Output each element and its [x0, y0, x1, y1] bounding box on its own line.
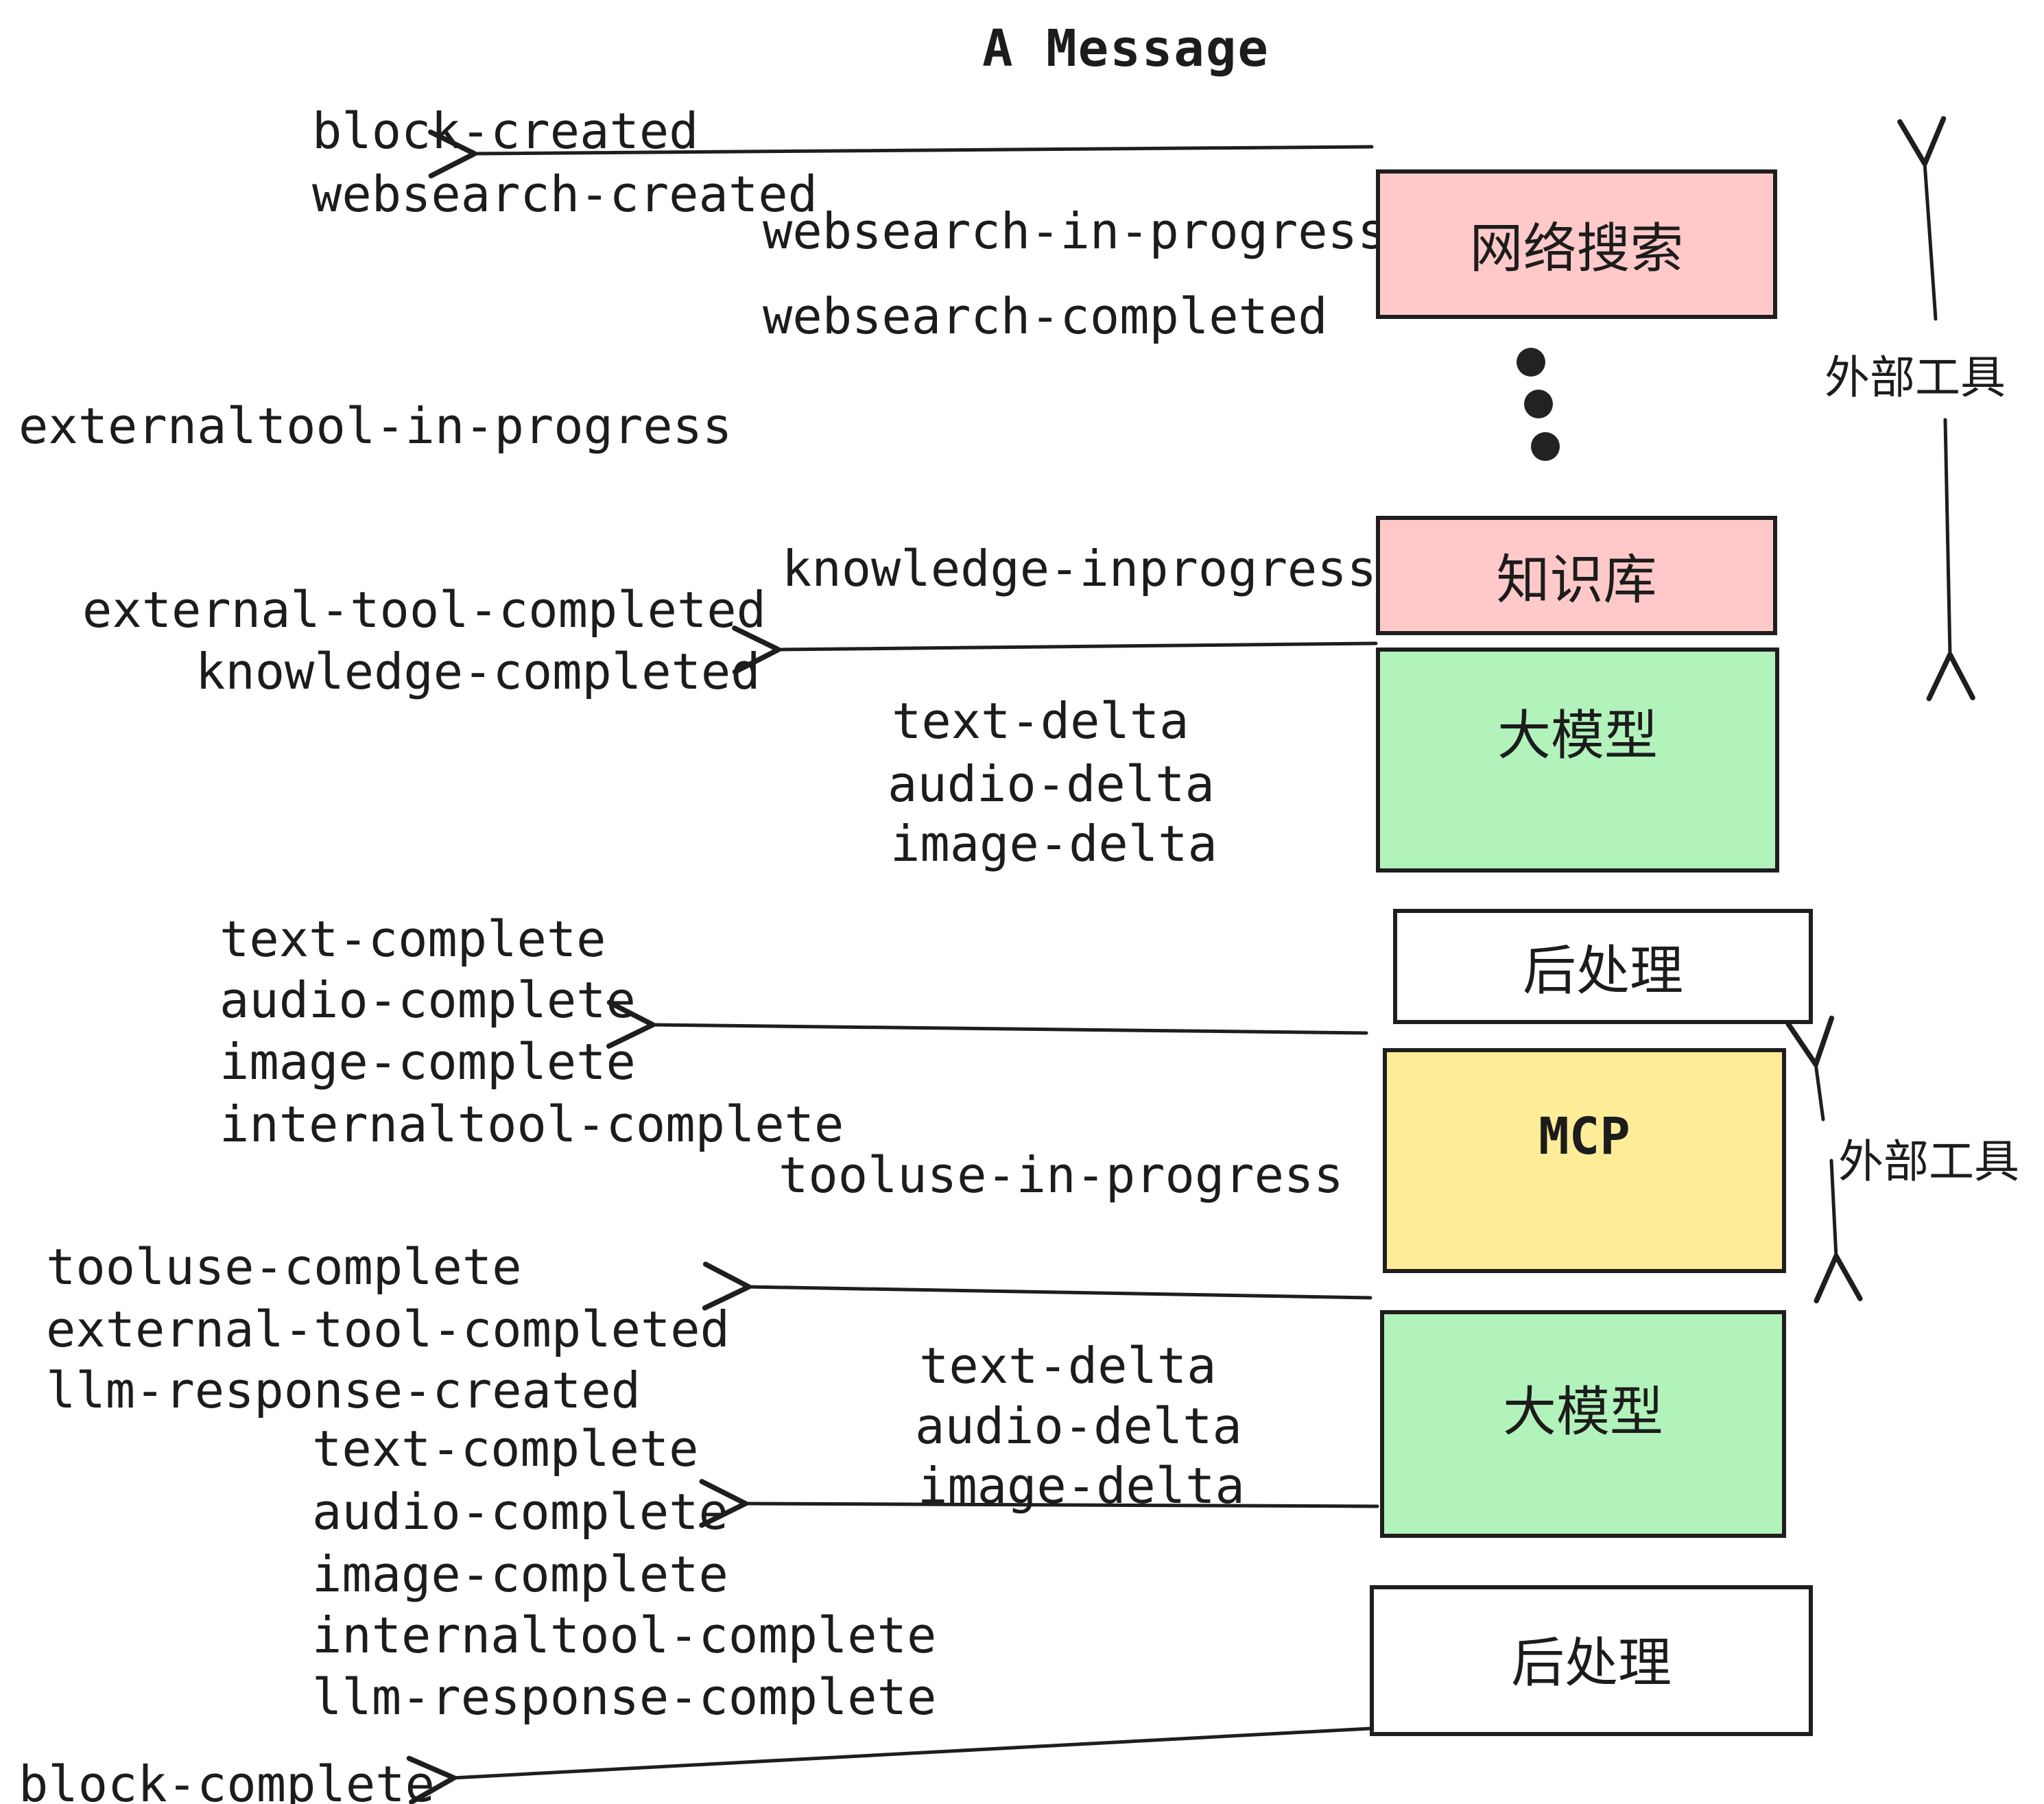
arrow-to-tooluse-complete: [702, 1261, 1372, 1311]
box-knowledge: 知识库: [1376, 516, 1777, 635]
event-image-complete: image-complete: [219, 1033, 636, 1091]
event-knowledge-inprogress: knowledge-inprogress: [782, 540, 1377, 597]
box-websearch-label: 网络搜索: [1469, 218, 1684, 280]
arrow-to-block-complete: [406, 1726, 1372, 1804]
event-tooluse-in-progress: tooluse-in-progress: [779, 1146, 1344, 1204]
box-postprocess-1-label: 后处理: [1522, 940, 1683, 1002]
event-llm-response-created: llm-response-created: [46, 1362, 641, 1419]
box-llm-2: 大模型: [1380, 1310, 1786, 1538]
event-externaltool-in-progress: externaltool-in-progress: [19, 397, 733, 455]
diagram-title: A Message: [982, 19, 1270, 78]
event-audio-delta-2: audio-delta: [915, 1397, 1242, 1455]
box-llm-2-label: 大模型: [1502, 1381, 1663, 1443]
event-llm-response-complete: llm-response-complete: [312, 1668, 937, 1726]
external-tools-top-up-arrow: [1897, 116, 1947, 321]
external-tools-bottom-up-arrow: [1785, 1015, 1835, 1121]
event-external-tool-completed: external-tool-completed: [82, 581, 766, 639]
event-external-tool-completed-2: external-tool-completed: [46, 1301, 730, 1358]
event-internaltool-complete: internaltool-complete: [219, 1095, 844, 1153]
event-internaltool-complete-2: internaltool-complete: [312, 1606, 937, 1664]
external-tools-top-label: 外部工具: [1825, 351, 2006, 404]
external-tools-bottom-label: 外部工具: [1838, 1135, 2019, 1188]
event-websearch-in-progress: websearch-in-progress: [763, 202, 1388, 260]
event-block-complete: block-complete: [19, 1755, 435, 1804]
event-tooluse-complete: tooluse-complete: [46, 1238, 522, 1296]
event-knowledge-completed: knowledge-completed: [195, 643, 761, 700]
event-text-complete: text-complete: [219, 910, 606, 968]
box-postprocess-1: 后处理: [1393, 909, 1813, 1024]
box-websearch: 网络搜索: [1376, 169, 1777, 319]
event-text-delta-2: text-delta: [919, 1337, 1217, 1394]
box-mcp: MCP: [1383, 1048, 1786, 1273]
event-image-delta: image-delta: [890, 815, 1217, 873]
event-websearch-completed: websearch-completed: [763, 287, 1328, 345]
event-image-delta-2: image-delta: [918, 1457, 1245, 1515]
box-postprocess-2: 后处理: [1370, 1585, 1813, 1736]
event-block-created: block-created: [312, 102, 699, 160]
event-text-complete-2: text-complete: [312, 1420, 699, 1477]
event-websearch-created: websearch-created: [312, 165, 818, 223]
box-knowledge-label: 知识库: [1496, 549, 1657, 611]
event-image-complete-2: image-complete: [312, 1545, 728, 1603]
event-text-delta: text-delta: [892, 692, 1189, 750]
arrow-to-image-complete: [606, 999, 1368, 1049]
event-audio-complete-2: audio-complete: [312, 1483, 728, 1541]
box-postprocess-2-label: 后处理: [1510, 1633, 1672, 1694]
event-audio-complete: audio-complete: [219, 971, 636, 1029]
box-llm-1-label: 大模型: [1497, 705, 1658, 767]
external-tools-top-down-arrow: [1926, 418, 1975, 702]
event-audio-delta: audio-delta: [888, 755, 1215, 813]
arrow-to-knowledge-completed: [732, 626, 1378, 675]
box-llm-1: 大模型: [1376, 648, 1779, 873]
ellipsis-dots: [1517, 348, 1560, 461]
box-mcp-label: MCP: [1538, 1107, 1630, 1166]
external-tools-bottom-down-arrow: [1814, 1159, 1863, 1304]
